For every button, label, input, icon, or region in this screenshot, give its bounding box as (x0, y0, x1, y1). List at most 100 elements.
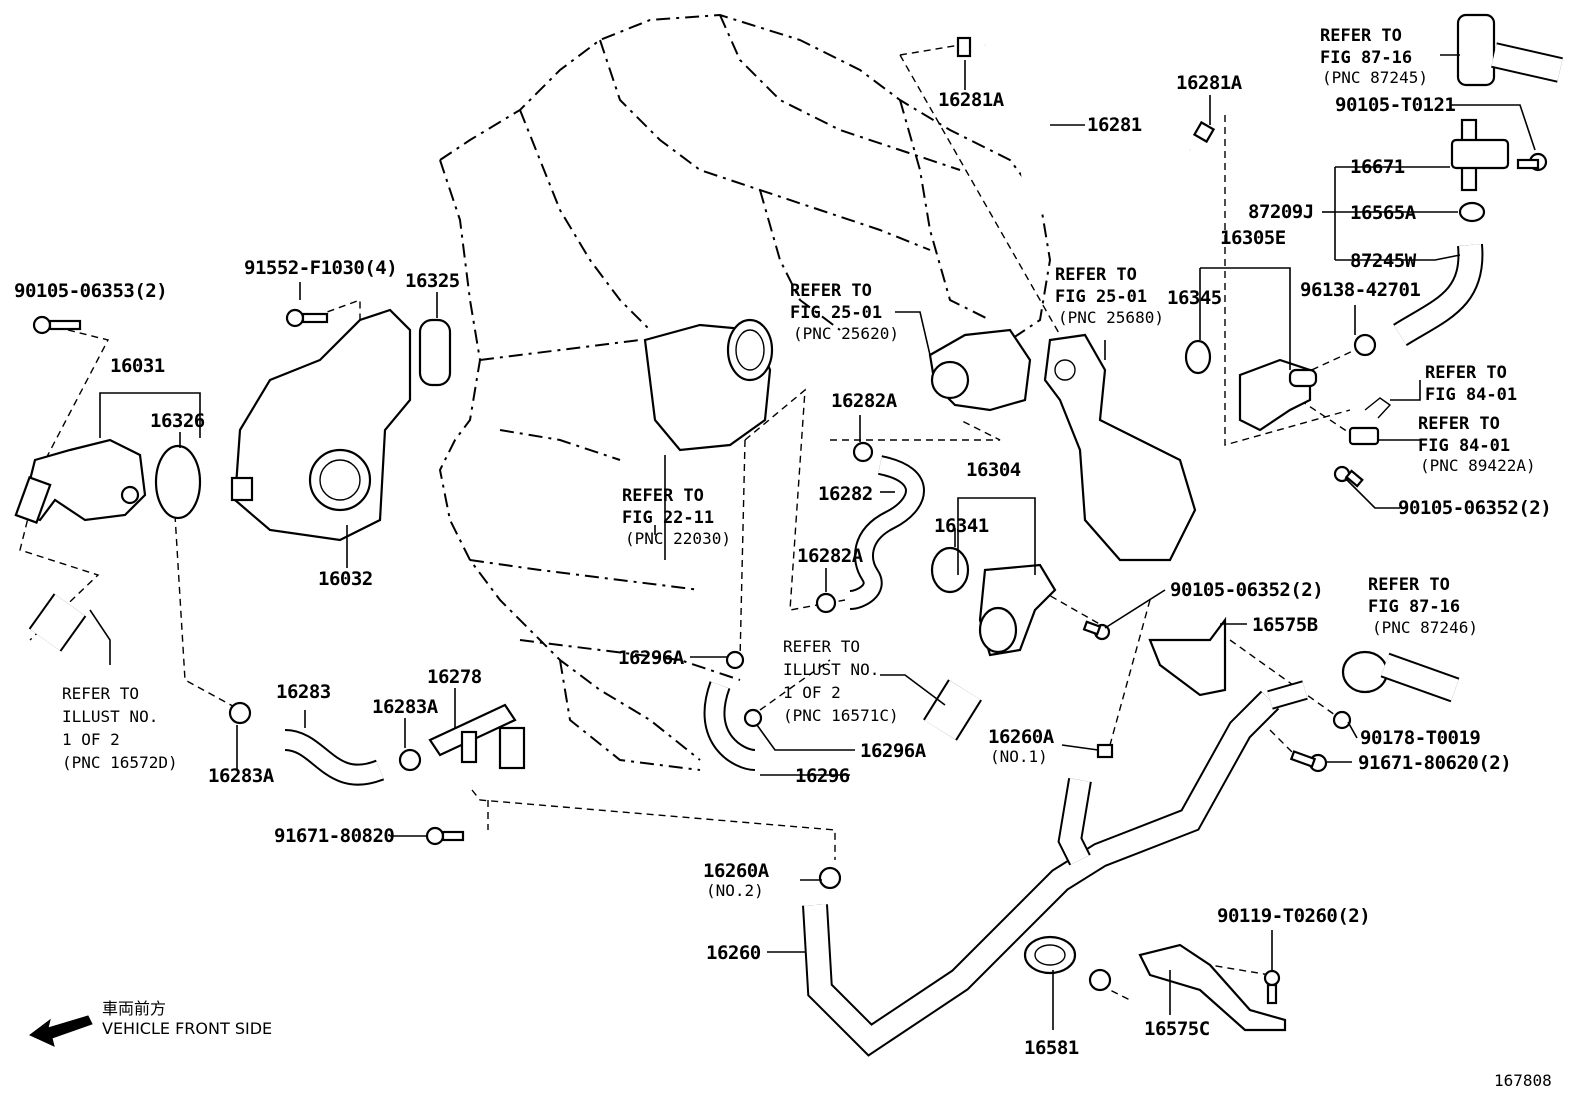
label-87209J[interactable]: 87209J (1248, 201, 1314, 223)
ref-fig-25-01-a[interactable]: REFER TO FIG 25-01 (PNC 25620) (790, 281, 899, 343)
label-16260A-no2-sub: (NO.2) (706, 881, 764, 900)
clip-16283A-right (398, 748, 422, 772)
hose-87245 (1456, 13, 1563, 87)
svg-text:FIG 87-16: FIG 87-16 (1368, 597, 1460, 617)
label-16304[interactable]: 16304 (966, 459, 1021, 481)
hose-joint-16671 (1450, 118, 1510, 192)
svg-text:(PNC 22030): (PNC 22030) (625, 529, 731, 548)
ref-illust-16571C[interactable]: REFER TO ILLUST NO. 1 OF 2 (PNC 16571C) (783, 637, 899, 725)
label-16281[interactable]: 16281 (1087, 114, 1142, 136)
egr-valve-part (928, 328, 1032, 412)
svg-text:(PNC 16572D): (PNC 16572D) (62, 753, 178, 772)
label-87245W[interactable]: 87245W (1350, 250, 1417, 272)
label-16305E[interactable]: 16305E (1220, 227, 1286, 249)
ref-fig-87-16-b[interactable]: REFER TO FIG 87-16 (PNC 87246) (1368, 575, 1478, 637)
label-16341[interactable]: 16341 (934, 515, 989, 537)
svg-text:FIG 84-01: FIG 84-01 (1418, 436, 1510, 456)
label-16326[interactable]: 16326 (150, 410, 205, 432)
ref-fig-25-01-b[interactable]: REFER TO FIG 25-01 (PNC 25680) (1055, 265, 1164, 327)
gasket-16326 (154, 444, 202, 520)
svg-text:1 OF 2: 1 OF 2 (62, 730, 120, 749)
ref-fig-84-01-b[interactable]: REFER TO FIG 84-01 (PNC 89422A) (1418, 414, 1536, 475)
gasket-16325 (418, 318, 452, 387)
label-16296[interactable]: 16296 (795, 765, 850, 787)
svg-text:(PNC 89422A): (PNC 89422A) (1420, 456, 1536, 475)
label-90178-T0019[interactable]: 90178-T0019 (1360, 727, 1481, 749)
label-16031[interactable]: 16031 (110, 355, 165, 377)
label-16032[interactable]: 16032 (318, 568, 373, 590)
clip-16565A (1458, 201, 1486, 223)
clamp-16581 (1023, 935, 1112, 992)
label-16283A-right[interactable]: 16283A (372, 696, 439, 718)
svg-text:REFER TO: REFER TO (1425, 363, 1507, 383)
label-16283A-left[interactable]: 16283A (208, 765, 275, 787)
label-90105-06352-right[interactable]: 90105-06352(2) (1398, 497, 1552, 519)
label-16296A-left[interactable]: 16296A (618, 647, 685, 669)
ref-fig-84-01-a[interactable]: REFER TO FIG 84-01 (1425, 363, 1517, 405)
ref-fig-22-11[interactable]: REFER TO FIG 22-11 (PNC 22030) (622, 486, 731, 548)
label-16278[interactable]: 16278 (427, 666, 482, 688)
svg-text:FIG 84-01: FIG 84-01 (1425, 385, 1517, 405)
bolt-icon (32, 315, 82, 335)
label-16565A[interactable]: 16565A (1350, 202, 1417, 224)
label-16260A-no2[interactable]: 16260A (703, 860, 770, 882)
clip-16282A-top (852, 441, 874, 463)
bolt-icon (1263, 969, 1281, 1005)
label-16260A-no1[interactable]: 16260A (988, 726, 1055, 748)
label-90119-T0260[interactable]: 90119-T0260(2) (1217, 905, 1371, 927)
bypass-pipe-16278 (428, 703, 526, 770)
label-16282A-top[interactable]: 16282A (831, 390, 898, 412)
label-16281A-top[interactable]: 16281A (938, 89, 1005, 111)
label-91671-80820[interactable]: 91671-80820 (274, 825, 395, 847)
label-16282A-bottom[interactable]: 16282A (797, 545, 864, 567)
water-bypass-16305E (1238, 358, 1318, 432)
svg-text:1 OF 2: 1 OF 2 (783, 683, 841, 702)
svg-text:FIG 25-01: FIG 25-01 (790, 303, 882, 323)
label-16671[interactable]: 16671 (1350, 156, 1405, 178)
label-16581[interactable]: 16581 (1024, 1037, 1079, 1059)
clip-16296A-bottom (743, 708, 763, 728)
label-16281A-right[interactable]: 16281A (1176, 72, 1243, 94)
label-16575C[interactable]: 16575C (1144, 1018, 1210, 1040)
label-16260[interactable]: 16260 (706, 942, 761, 964)
label-96138-42701[interactable]: 96138-42701 (1300, 279, 1421, 301)
bracket-16575B (1148, 616, 1227, 697)
label-16282[interactable]: 16282 (818, 483, 873, 505)
part-labels: 90105-06353(2) 16031 16326 91552-F1030(4… (14, 72, 1552, 1059)
clip-16283A-left (228, 701, 252, 725)
svg-text:REFER TO: REFER TO (1055, 265, 1137, 285)
label-16575B[interactable]: 16575B (1252, 614, 1318, 636)
bolt-icon (1289, 750, 1328, 773)
svg-text:FIG 25-01: FIG 25-01 (1055, 287, 1147, 307)
svg-text:(PNC 87245): (PNC 87245) (1322, 68, 1428, 87)
svg-text:REFER TO: REFER TO (1320, 26, 1402, 46)
svg-text:(PNC 16571C): (PNC 16571C) (783, 706, 899, 725)
front-arrow-icon (29, 1015, 93, 1047)
label-90105-T0121[interactable]: 90105-T0121 (1335, 94, 1456, 116)
svg-text:REFER TO: REFER TO (783, 637, 860, 656)
label-16283[interactable]: 16283 (276, 681, 331, 703)
leader-lines (89, 54, 1536, 1030)
label-16296A-right[interactable]: 16296A (860, 740, 927, 762)
gasket-16341 (930, 546, 970, 594)
oring-16345 (1184, 339, 1212, 375)
clip-16282A-bottom (815, 592, 837, 614)
label-91671-80620[interactable]: 91671-80620(2) (1358, 752, 1512, 774)
svg-text:REFER TO: REFER TO (62, 684, 139, 703)
label-90105-06352-mid[interactable]: 90105-06352(2) (1170, 579, 1324, 601)
ref-illust-16572D[interactable]: REFER TO ILLUST NO. 1 OF 2 (PNC 16572D) (62, 684, 178, 772)
svg-text:(PNC 25680): (PNC 25680) (1058, 308, 1164, 327)
clip-16260A-no1 (1096, 743, 1114, 759)
label-90105-06353[interactable]: 90105-06353(2) (14, 280, 168, 302)
diagram-number: 167808 (1494, 1071, 1552, 1090)
reference-notes: REFER TO ILLUST NO. 1 OF 2 (PNC 16572D) … (62, 26, 1536, 772)
water-inlet-part (14, 438, 147, 524)
label-16325[interactable]: 16325 (405, 270, 460, 292)
ref-fig-87-16-a[interactable]: REFER TO FIG 87-16 (PNC 87245) (1320, 26, 1428, 87)
svg-text:(PNC 87246): (PNC 87246) (1372, 618, 1478, 637)
label-16345[interactable]: 16345 (1167, 287, 1222, 309)
throttle-body-part (643, 318, 774, 452)
hose-16281-inner (983, 37, 1198, 227)
label-91552-F1030[interactable]: 91552-F1030(4) (244, 257, 398, 279)
